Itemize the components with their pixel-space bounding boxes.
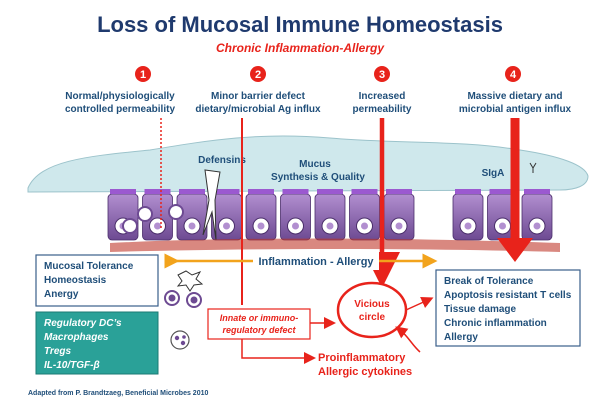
innate-defect-line: regulatory defect [222, 325, 296, 335]
subtitle: Chronic Inflammation-Allergy [216, 41, 385, 55]
lymphocyte-icon [137, 206, 153, 222]
epithelial-cell [487, 189, 518, 241]
lymphocyte-icon [122, 218, 138, 234]
epithelial-cell [280, 189, 311, 241]
sampling-dendritic-cell-icon [202, 169, 221, 241]
vicious-circle [336, 281, 408, 339]
vicious-circle-line: circle [359, 312, 386, 323]
title: Loss of Mucosal Immune Homeostasis [97, 12, 503, 37]
break-line: Break of Tolerance [444, 276, 534, 287]
tolerance-line: Homeostasis [44, 275, 107, 286]
inflammation-label: Inflammation - Allergy [258, 256, 374, 268]
mucus-synthesis-label: Synthesis & Quality [271, 172, 365, 183]
step-label: microbial antigen influx [459, 104, 572, 115]
step-number: 2 [255, 69, 261, 81]
circle-to-break-arrow [405, 297, 434, 311]
epithelial-cell [349, 189, 380, 241]
step-label: Increased [359, 91, 406, 102]
break-line: Chronic inflammation [444, 318, 547, 329]
break-line: Apoptosis resistant T cells [444, 290, 572, 301]
innate-to-cytokines-arrow [241, 339, 316, 364]
epithelial-cell [245, 189, 277, 241]
epithelial-cell [521, 189, 553, 241]
immune-cells [164, 270, 204, 350]
regulatory-box [35, 311, 159, 375]
vicious-circle-line: Vicious [354, 299, 390, 310]
break-line: Allergy [444, 332, 478, 343]
mucus-label: Mucus [299, 159, 331, 170]
innate-defect-box [207, 308, 311, 340]
regulatory-line: Regulatory DC’s [44, 318, 122, 329]
step-number: 4 [510, 69, 517, 81]
proinflammatory-line: Proinflammatory [318, 352, 406, 364]
epithelial-cell [211, 189, 242, 241]
regulatory-line: IL-10/TGF-β [44, 360, 100, 371]
innate-defect-line: Innate or immuno- [220, 313, 299, 323]
tolerance-line: Mucosal Tolerance [44, 261, 134, 272]
regulatory-line: Macrophages [44, 332, 109, 343]
cytokines-to-circle-arrow [395, 326, 421, 353]
step-label: Normal/physiologically [65, 91, 175, 102]
footer-citation: Adapted from P. Brandtzaeg, Beneficial M… [28, 390, 208, 397]
step-number: 3 [379, 69, 385, 81]
step-label: Minor barrier defect [211, 91, 306, 102]
proinflammatory-line: Allergic cytokines [318, 366, 412, 378]
defensins-label: Defensins [198, 155, 246, 166]
regulatory-line: Tregs [44, 346, 71, 357]
epithelial-cell [383, 189, 415, 241]
step-4: 4 Massive dietary and microbial antigen … [459, 66, 572, 115]
step-number: 1 [140, 69, 146, 81]
tolerance-box [35, 254, 159, 307]
epithelial-cell [314, 189, 346, 241]
epithelial-cell [142, 189, 173, 241]
epithelial-cell [452, 189, 484, 241]
step-label: controlled permeability [65, 104, 175, 115]
epithelial-cell [176, 189, 208, 241]
siga-label: SIgA [482, 168, 505, 179]
epithelium [107, 169, 553, 241]
lymphocyte-icon [168, 204, 184, 220]
step-1: 1 Normal/physiologically controlled perm… [65, 66, 175, 115]
inflammation-label-bg [253, 252, 379, 270]
step-label: dietary/microbial Ag influx [195, 104, 321, 115]
lamina-propria [110, 238, 560, 252]
step-label: Massive dietary and [467, 91, 562, 102]
tolerance-line: Anergy [44, 289, 79, 300]
step-3: 3 Increased permeability [353, 66, 412, 115]
influx-arrow-4-head [497, 238, 533, 262]
break-line: Tissue damage [444, 304, 517, 315]
break-of-tolerance-box [435, 269, 581, 347]
step-label: permeability [353, 104, 412, 115]
dendritic-cell-icon [176, 270, 204, 292]
step-2: 2 Minor barrier defect dietary/microbial… [195, 66, 321, 115]
